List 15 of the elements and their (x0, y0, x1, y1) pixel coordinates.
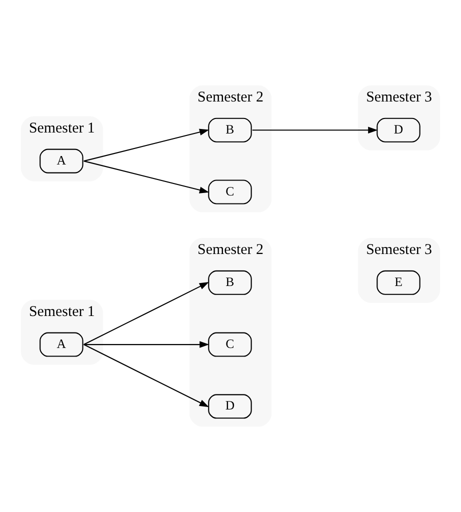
node-box: B (208, 118, 252, 142)
node-box: C (208, 332, 252, 357)
node-box: B (208, 270, 252, 295)
arrow (84, 160, 210, 194)
arrow (84, 344, 209, 408)
node-box: A (40, 148, 84, 174)
arrow (84, 128, 210, 162)
node-box: C (208, 180, 252, 204)
arrow (252, 126, 378, 134)
arrow (84, 282, 209, 346)
node-box: E (376, 270, 420, 295)
node-box: D (208, 394, 252, 419)
node-box: A (40, 332, 84, 357)
arrow (84, 341, 210, 348)
node-box: D (376, 118, 420, 142)
